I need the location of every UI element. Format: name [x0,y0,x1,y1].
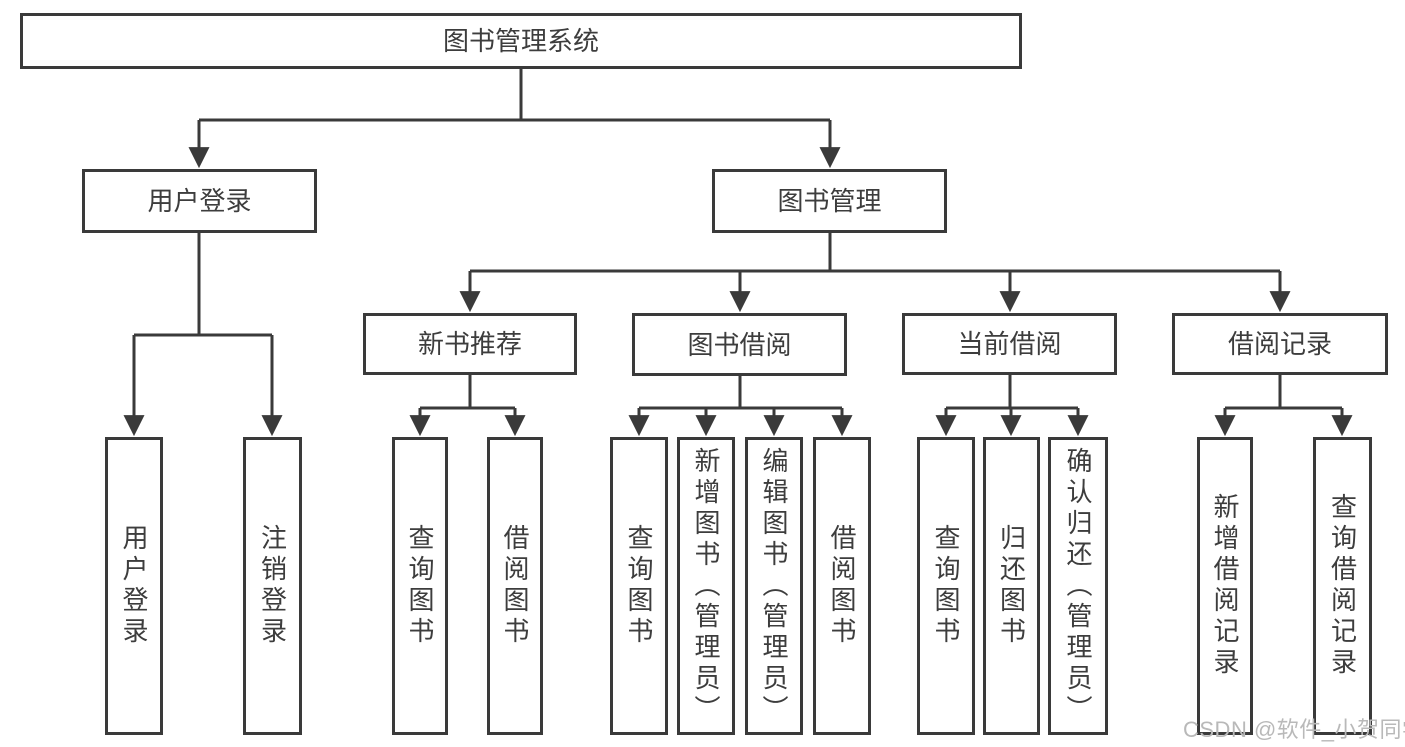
node-label: 图书借阅 [687,329,792,360]
node-borrow-records: 借阅记录 [1172,313,1388,375]
node-book-management: 图书管理 [712,169,947,233]
node-label: 查询图书 [405,524,435,648]
node-label: 图书管理系统 [442,26,599,56]
node-label: 当前借阅 [957,329,1062,359]
node-label: 借阅图书 [827,524,857,648]
node-label: 图书管理 [777,186,882,216]
node-label: 新书推荐 [417,329,522,359]
node-user-login: 用户登录 [82,169,317,233]
node-book-borrow: 图书借阅 [632,313,847,376]
node-label: 查询图书 [624,524,654,648]
leaf-query-books-borrow: 查询图书 [610,437,668,735]
leaf-edit-books-admin: 编辑图书（管理员） [745,437,803,735]
leaf-add-books-admin: 新增图书（管理员） [677,437,735,735]
leaf-borrow-books: 借阅图书 [813,437,871,735]
node-label: 借阅记录 [1227,329,1332,359]
node-label: 新增借阅记录 [1210,493,1240,679]
leaf-confirm-return-admin: 确认归还（管理员） [1048,437,1108,735]
node-label: 新增图书（管理员） [691,446,721,726]
leaf-query-books-recommend: 查询图书 [392,437,448,735]
node-library-management-system: 图书管理系统 [20,13,1022,69]
node-label: 编辑图书（管理员） [759,446,789,726]
csdn-watermark: CSDN @软件_小贺同学 [1183,717,1405,742]
leaf-borrow-books-recommend: 借阅图书 [487,437,543,735]
leaf-query-borrow-record: 查询借阅记录 [1313,437,1372,735]
leaf-logout: 注销登录 [243,437,302,735]
node-label: 查询图书 [931,524,961,648]
node-label: 确认归还（管理员） [1063,446,1093,726]
node-label: 注销登录 [257,524,288,648]
node-label: 用户登录 [119,524,149,648]
node-label: 归还图书 [996,524,1027,648]
node-label: 借阅图书 [500,524,530,648]
leaf-return-books: 归还图书 [983,437,1040,735]
node-label: 用户登录 [147,186,252,216]
node-current-borrow: 当前借阅 [902,313,1117,375]
leaf-user-login: 用户登录 [105,437,163,735]
node-label: 查询借阅记录 [1327,493,1358,679]
leaf-query-books-current: 查询图书 [917,437,975,735]
node-new-book-recommend: 新书推荐 [363,313,577,375]
leaf-add-borrow-record: 新增借阅记录 [1197,437,1253,735]
